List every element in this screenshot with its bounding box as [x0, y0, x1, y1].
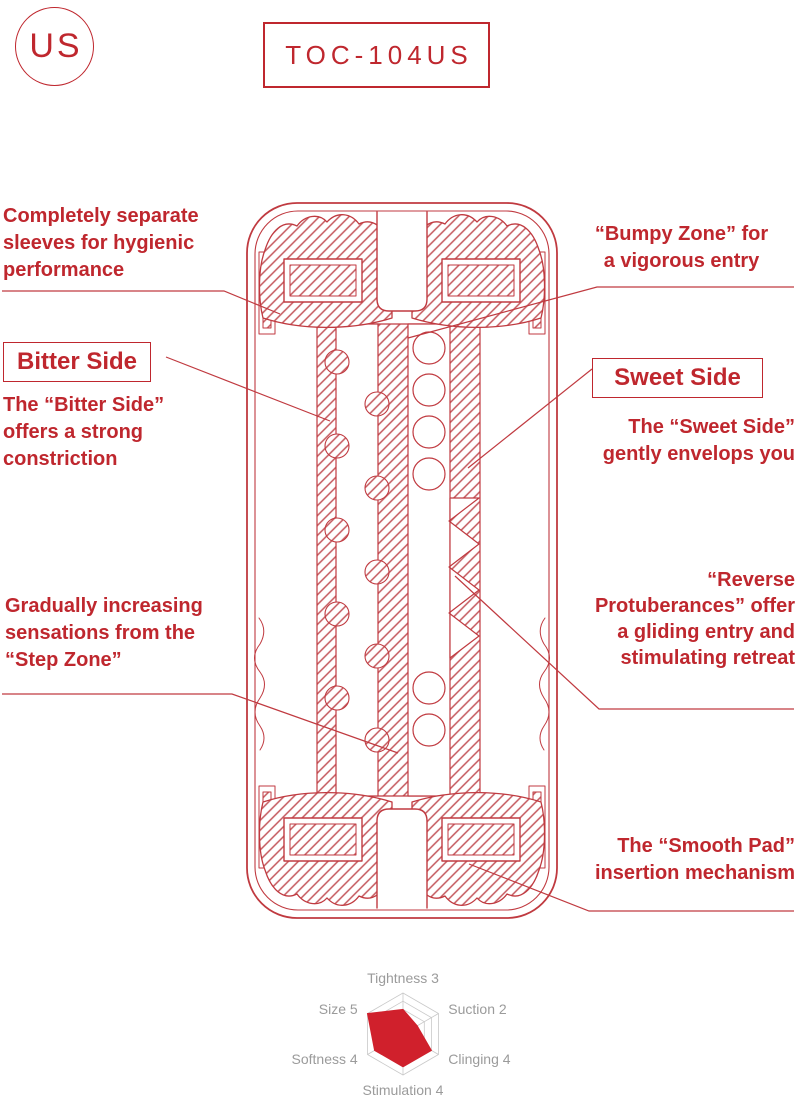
top-left-pad — [289, 264, 357, 297]
bitter-step-bumps — [324, 349, 390, 753]
sweet-side-label-box: Sweet Side — [592, 358, 763, 398]
bitter-side-label-box: Bitter Side — [3, 342, 152, 382]
annotation-bitter-side-description: The “Bitter Side” offers a strong constr… — [3, 394, 165, 470]
radar-axis-label: Stimulation 4 — [363, 1082, 444, 1098]
top-right-pad — [447, 264, 515, 297]
radar-value-polygon — [366, 1008, 433, 1068]
radar-axis-label: Suction 2 — [448, 1001, 507, 1017]
top-center-channel — [376, 211, 428, 312]
annotation-sweet-side-description: The “Sweet Side” gently envelops you — [602, 416, 795, 465]
left-grip-wave — [254, 617, 265, 751]
radar-axis-label: Size 5 — [319, 1001, 358, 1017]
region-badge: US — [15, 7, 94, 86]
annotation-bumpy-zone: “Bumpy Zone” for a vigorous entry — [594, 223, 769, 272]
callout-line-bumpy-zone — [407, 286, 794, 339]
radar-axis-label: Tightness 3 — [367, 970, 439, 986]
annotation-separate-sleeves: Completely separate sleeves for hygienic… — [3, 205, 199, 281]
model-code-box: TOC-104US — [263, 22, 490, 88]
radar-axis-label: Clinging 4 — [448, 1051, 510, 1067]
bottom-right-pad — [447, 823, 515, 856]
region-badge-label: US — [29, 27, 83, 65]
callout-line-sweet-side — [467, 368, 593, 469]
device-outline-group — [246, 202, 558, 919]
callout-line-smooth-pad — [468, 863, 794, 912]
annotation-smooth-pad: The “Smooth Pad” insertion mechanism — [594, 835, 795, 884]
radar-axis-label: Softness 4 — [292, 1051, 358, 1067]
callout-line-reverse-protuberances — [454, 575, 794, 710]
model-code-label: TOC-104US — [285, 39, 473, 70]
bottom-center-channel — [376, 808, 428, 909]
callout-line-bitter-side — [165, 356, 331, 422]
annotation-step-zone: Gradually increasing sensations from the… — [5, 595, 203, 671]
feature-radar-chart: Tightness 3 Suction 2 Clinging 4Stimulatio… — [292, 970, 511, 1098]
callout-line-separate-sleeves — [2, 290, 281, 315]
reverse-protuberance-zigzag — [448, 497, 480, 659]
annotation-reverse-protuberances: “Reverse Protuberances” offer a gliding … — [594, 569, 795, 669]
sweet-bumpy-chambers — [412, 331, 446, 747]
bottom-left-pad — [289, 823, 357, 856]
callout-line-step-zone — [2, 693, 399, 754]
callout-lines-group — [2, 286, 794, 912]
right-grip-wave — [539, 617, 550, 751]
case-inner-shell — [254, 210, 550, 911]
